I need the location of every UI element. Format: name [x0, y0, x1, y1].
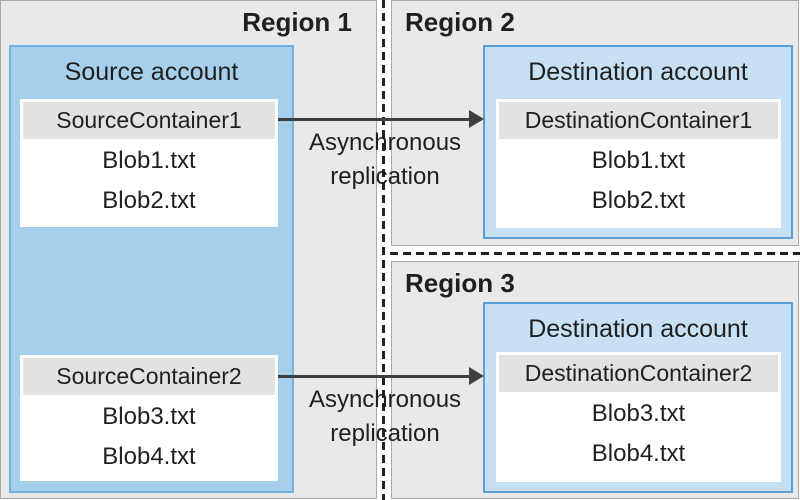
source-container-1-box: SourceContainer1 Blob1.txt Blob2.txt	[20, 99, 278, 227]
blob-item: Blob1.txt	[591, 147, 686, 174]
blob-item: Blob4.txt	[102, 443, 196, 470]
blob-item: Blob2.txt	[591, 187, 686, 214]
replication-arrow-2-head-icon	[469, 367, 484, 385]
blob-item: Blob3.txt	[102, 403, 196, 430]
blob-item: Blob4.txt	[591, 440, 686, 467]
replication-arrow-2-label: Asynchronous replication	[308, 386, 462, 447]
region-boundary-vertical-dashed-line	[382, 0, 385, 500]
destination-account-region2-title: Destination account	[528, 58, 748, 86]
destination-container-2-box: DestinationContainer2 Blob3.txt Blob4.tx…	[496, 352, 781, 482]
destination-container-1-box: DestinationContainer1 Blob1.txt Blob2.tx…	[496, 99, 781, 228]
destination-account-region3-title: Destination account	[528, 315, 748, 343]
replication-arrow-1	[278, 118, 470, 121]
blob-item: Blob2.txt	[102, 187, 196, 214]
replication-arrow-1-head-icon	[469, 110, 484, 128]
region-3-title: Region 3	[405, 268, 515, 298]
destination-container-1-name: DestinationContainer1	[499, 102, 778, 139]
region-2-title: Region 2	[405, 7, 515, 37]
source-container-2-box: SourceContainer2 Blob3.txt Blob4.txt	[20, 355, 278, 481]
source-container-2-name: SourceContainer2	[23, 358, 275, 395]
region-boundary-horizontal-dashed-line	[390, 252, 800, 255]
replication-arrow-1-label: Asynchronous replication	[308, 129, 462, 190]
source-container-1-name: SourceContainer1	[23, 102, 275, 139]
blob-item: Blob1.txt	[102, 147, 196, 174]
region-1-title: Region 1	[242, 7, 352, 37]
replication-arrow-2	[278, 375, 470, 378]
source-account-title: Source account	[64, 58, 239, 86]
blob-item: Blob3.txt	[591, 400, 686, 427]
destination-container-2-name: DestinationContainer2	[499, 355, 778, 392]
